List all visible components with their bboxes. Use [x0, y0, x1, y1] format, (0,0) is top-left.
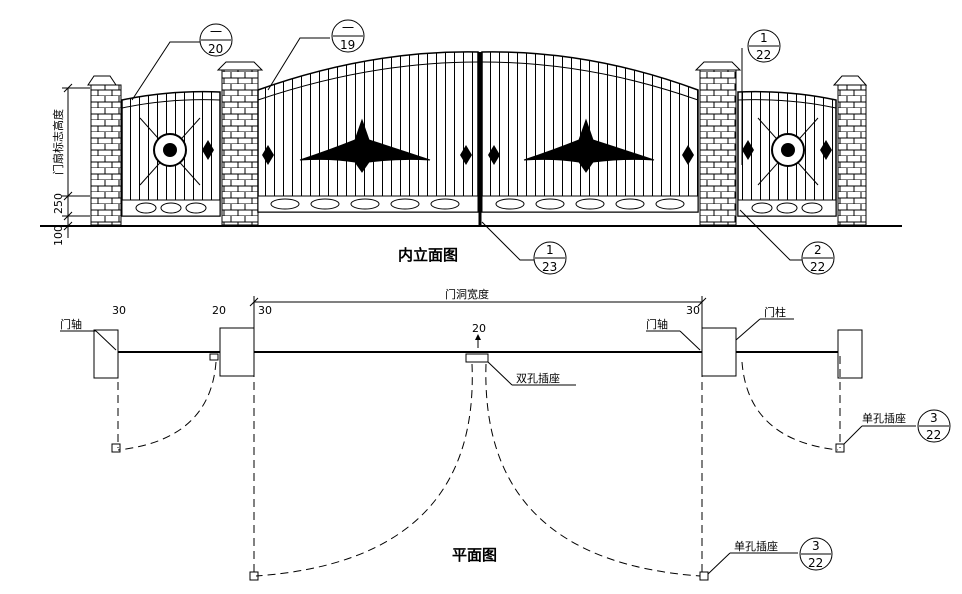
elevation-drawing: 门扇标志高度 250 100 内立面图: [40, 37, 902, 264]
svg-text:20: 20: [208, 42, 223, 56]
pillar-2: [216, 61, 264, 226]
svg-text:3: 3: [812, 539, 820, 553]
door-post-label: 门柱: [764, 305, 786, 319]
svg-text:一: 一: [342, 21, 354, 35]
dim-30-left: 30: [112, 304, 126, 317]
plan-post-2: [219, 327, 255, 377]
dim-20-left: 20: [212, 304, 226, 317]
leader-c1: [131, 41, 210, 101]
double-socket-icon: [465, 353, 489, 363]
pillar-1: [87, 75, 122, 226]
callout-c4: 1 23: [533, 241, 567, 275]
side-gate-right: [737, 90, 837, 217]
svg-text:2: 2: [814, 243, 822, 257]
callout-c5: 2 22: [801, 241, 835, 275]
door-axis-left-label: 门轴: [60, 317, 82, 331]
dim-100-label: 100: [52, 225, 65, 246]
svg-text:一: 一: [210, 25, 222, 39]
single-socket-right-label: 单孔插座: [862, 411, 906, 425]
vertical-dim-label: 门扇标志高度: [51, 109, 65, 175]
dim-20-center: 20: [472, 322, 486, 335]
leader-c5: [739, 209, 806, 261]
callout-c3: 1 22: [747, 29, 781, 63]
svg-text:22: 22: [808, 556, 823, 570]
dim-30-right: 30: [686, 304, 700, 317]
plan-socket-1: [209, 353, 219, 361]
svg-text:22: 22: [756, 48, 771, 62]
plan-post-1: [93, 329, 119, 379]
callout-c1: 一 20: [199, 23, 233, 57]
dim-250-label: 250: [52, 193, 65, 214]
pillar-4: [832, 75, 868, 226]
svg-text:1: 1: [546, 243, 554, 257]
elevation-title: 内立面图: [398, 246, 458, 264]
svg-text:1: 1: [760, 31, 768, 45]
swing-paths: [117, 356, 841, 577]
callout-c7: 3 22: [799, 537, 833, 571]
leader-c2: [267, 37, 330, 91]
main-gate: [257, 51, 699, 226]
svg-text:22: 22: [810, 260, 825, 274]
svg-text:22: 22: [926, 428, 941, 442]
dim-30-mid: 30: [258, 304, 272, 317]
plan-drawing: 门洞宽度 30 20 30 20: [60, 287, 916, 581]
leader-c4: [481, 221, 540, 261]
svg-text:23: 23: [542, 260, 557, 274]
callout-c6: 3 22: [917, 409, 951, 443]
pillar-3: [694, 61, 742, 226]
double-socket-label: 双孔插座: [516, 371, 560, 385]
vertical-dimension: [62, 83, 90, 238]
plan-post-3: [701, 327, 737, 377]
plan-title: 平面图: [452, 546, 497, 564]
side-gate-left: [121, 90, 221, 217]
opening-width-label: 门洞宽度: [445, 287, 489, 301]
callout-c2: 一 19: [331, 19, 365, 53]
single-socket-icon-1: [111, 443, 121, 453]
svg-text:3: 3: [930, 411, 938, 425]
single-socket-icon-4: [699, 571, 709, 581]
single-socket-bottom-label: 单孔插座: [734, 539, 778, 553]
svg-text:19: 19: [340, 38, 355, 52]
plan-post-4: [837, 329, 863, 379]
door-axis-right-label: 门轴: [646, 317, 668, 331]
